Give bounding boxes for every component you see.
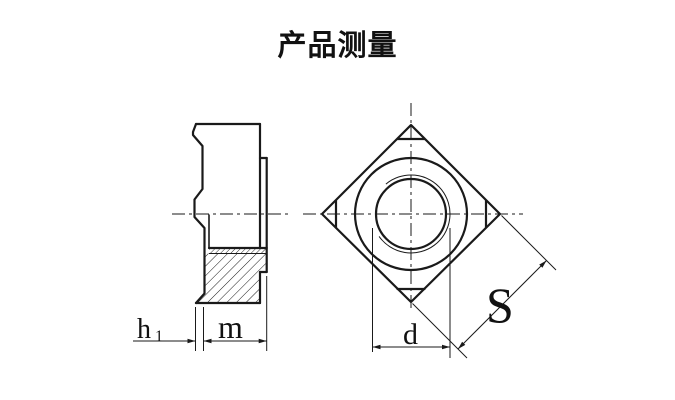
dimension-h1-m: h 1 m xyxy=(133,276,268,351)
page-title: 产品测量 xyxy=(277,30,398,62)
dim-label-s: S xyxy=(486,277,514,333)
s-arrowhead-upper xyxy=(539,260,547,268)
h1-arrowhead xyxy=(187,338,196,344)
extension-line-s-right xyxy=(501,215,557,271)
s-dimension-line xyxy=(457,260,547,350)
d-arrowhead-right xyxy=(442,344,450,350)
dimension-d: d xyxy=(372,228,451,358)
dim-label-h1: h xyxy=(137,314,151,345)
side-section-view xyxy=(172,122,290,305)
section-hatch-thread-band xyxy=(209,248,267,254)
dimension-s: S xyxy=(412,215,557,359)
dim-label-m: m xyxy=(218,309,243,345)
m-arrowhead-right xyxy=(258,338,267,344)
dim-label-h1-subscript: 1 xyxy=(155,328,163,345)
nut-left-profile xyxy=(191,122,206,305)
top-view xyxy=(303,103,523,312)
s-arrowhead-lower xyxy=(458,341,466,349)
dim-label-d: d xyxy=(403,318,418,351)
d-arrowhead-left xyxy=(372,344,381,350)
section-hatch-body xyxy=(196,253,267,303)
m-arrowhead-left xyxy=(203,338,212,344)
extension-line-s-bottom xyxy=(412,303,468,359)
